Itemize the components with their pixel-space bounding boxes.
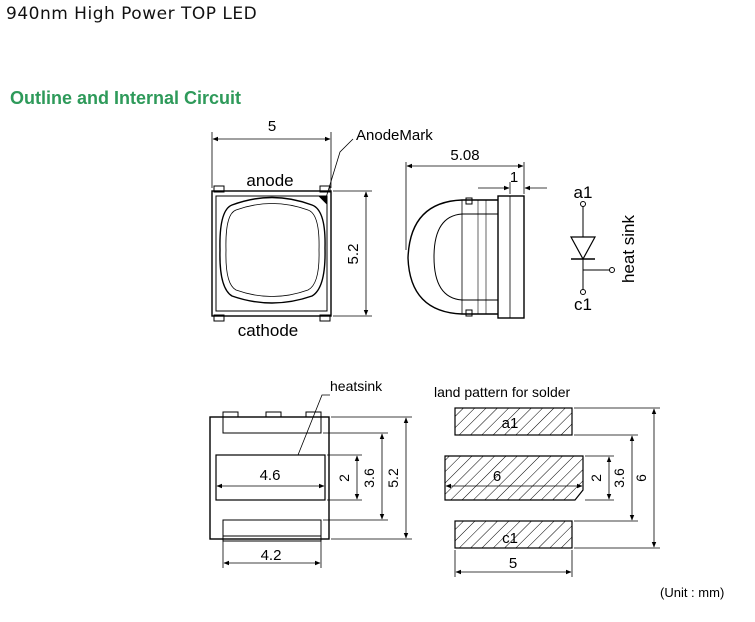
pad-width-dim: 4.6 [260, 467, 281, 484]
land-center-label: 6 [493, 468, 501, 485]
page-title: 940nm High Power TOP LED [6, 4, 258, 24]
top-view [211, 132, 372, 322]
side-view [405, 162, 547, 319]
top-width-dim: 5 [268, 118, 276, 135]
lead-width-dim: 4.2 [261, 547, 282, 564]
land-pad-a1 [454, 407, 573, 436]
land-a1-label: a1 [502, 415, 519, 432]
diode-icon [569, 236, 597, 261]
top-height-dim: 5.2 [345, 244, 362, 265]
land-pad-c1 [454, 520, 573, 549]
circuit-symbol [569, 201, 615, 295]
side-depth-dim: 5.08 [450, 147, 479, 164]
heatsink-label: heatsink [330, 378, 383, 394]
top-view-body [211, 190, 332, 317]
land-dim-3-6: 3.6 [611, 468, 627, 488]
bottom-dim-2: 2 [336, 474, 352, 482]
bottom-dim-5-2: 5.2 [385, 468, 401, 488]
land-width-dim: 5 [509, 555, 517, 572]
land-pad-center [444, 455, 584, 501]
anode-label: anode [246, 171, 293, 190]
heat-sink-label: heat sink [619, 214, 638, 283]
land-pattern [444, 407, 660, 577]
circuit-c-label: c1 [574, 295, 592, 314]
anode-mark-label: AnodeMark [356, 127, 433, 144]
bottom-dim-3-6: 3.6 [361, 468, 377, 488]
section-title: Outline and Internal Circuit [10, 88, 242, 108]
side-lead-dim: 1 [510, 169, 518, 186]
circuit-a-label: a1 [574, 183, 593, 202]
land-c1-label: c1 [502, 530, 518, 547]
bottom-view [209, 394, 412, 568]
cathode-label: cathode [238, 321, 299, 340]
land-pattern-title: land pattern for solder [434, 384, 571, 400]
unit-label: (Unit : mm) [660, 585, 725, 600]
land-dim-6: 6 [633, 474, 649, 482]
land-dim-2: 2 [588, 474, 604, 482]
